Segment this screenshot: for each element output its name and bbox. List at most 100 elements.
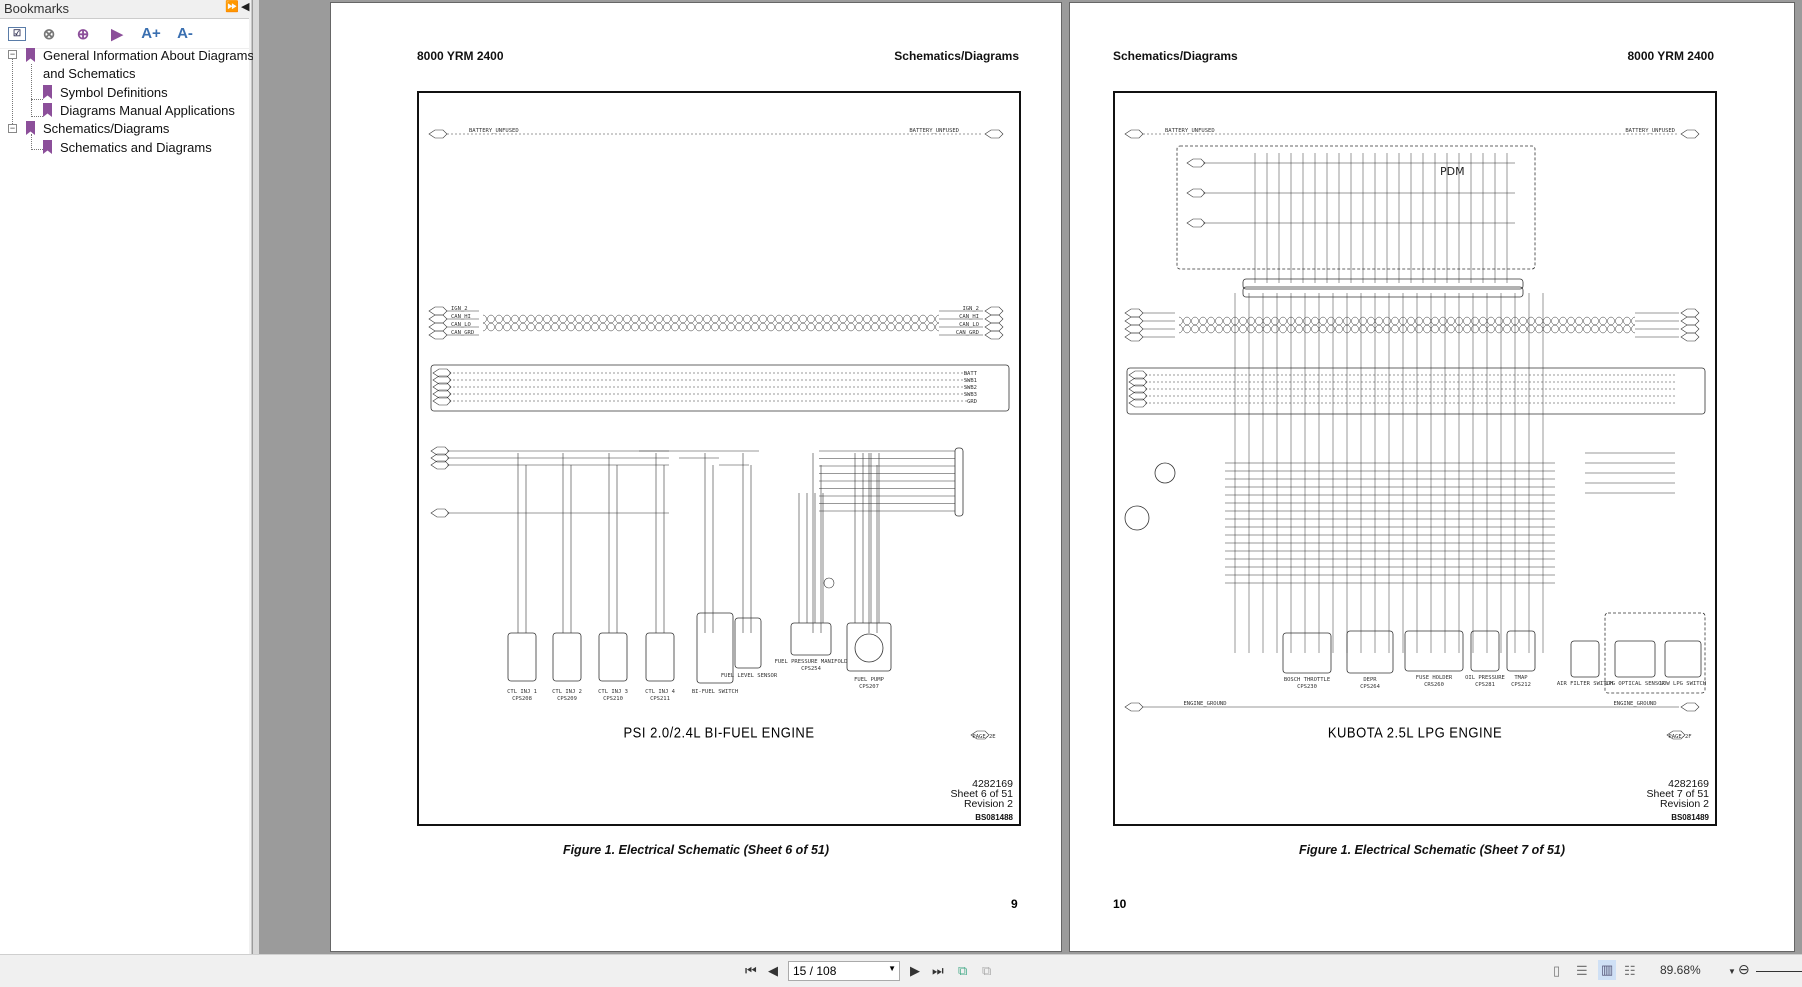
page-number: 10 — [1113, 897, 1127, 911]
previous-view-icon[interactable]: ⧉ — [958, 963, 968, 978]
last-page-icon[interactable]: ⏭ — [932, 963, 944, 978]
bus-label: CAN_GRD — [451, 330, 474, 336]
schematic-title: PSI 2.0/2.4L BI-FUEL ENGINE — [623, 724, 815, 741]
off-page-connector — [428, 330, 448, 340]
collapse-toggle[interactable]: − — [8, 49, 17, 59]
bookmark-schematics[interactable]: Schematics/Diagrams — [26, 120, 169, 136]
bus-label: IGN_2 — [451, 306, 468, 312]
goto-bookmark-icon[interactable]: ▶ — [111, 25, 123, 43]
component-box — [1506, 630, 1536, 672]
expand-panel-icon[interactable]: ⏩ — [225, 1, 239, 13]
off-page-connector — [1680, 316, 1700, 326]
page-input-value: 15 / 108 — [793, 964, 837, 978]
bookmark-icon — [43, 103, 52, 117]
previous-page-icon[interactable]: ◀ — [768, 963, 778, 978]
bookmark-symbol-definitions[interactable]: Symbol Definitions — [43, 84, 168, 100]
fuel-pump-symbol — [854, 633, 884, 663]
starter-symbol — [1154, 462, 1176, 484]
connector-label: CPS264 — [1360, 684, 1381, 690]
off-page-connector — [428, 129, 448, 139]
zoom-slider[interactable] — [1756, 971, 1802, 972]
component-box — [1570, 640, 1600, 678]
zoom-dropdown-icon[interactable]: ▼ — [1728, 967, 1736, 976]
sheet-number: Sheet 6 of 51 — [950, 788, 1013, 800]
component-box — [1282, 632, 1332, 674]
bookmark-general-information[interactable]: General Information About Diagrams — [26, 47, 254, 63]
bookmark-diagrams-manual[interactable]: Diagrams Manual Applications — [43, 102, 235, 118]
connector-label: CPS254 — [801, 666, 822, 672]
connector-label: CPS209 — [557, 696, 577, 702]
next-view-icon[interactable]: ⧉ — [982, 963, 992, 978]
off-page-connector — [1124, 316, 1144, 326]
component-label: FUEL PUMP — [854, 677, 884, 683]
panel-splitter[interactable] — [253, 0, 259, 954]
can-twisted-pair — [1178, 324, 1636, 334]
connector-label: CPS210 — [603, 696, 623, 702]
collapse-toggle[interactable]: − — [8, 123, 17, 133]
sheet-number: Sheet 7 of 51 — [1646, 788, 1709, 800]
connector-label: CPS212 — [1511, 682, 1531, 688]
connector-label: CPS208 — [512, 696, 532, 702]
schematic-title: KUBOTA 2.5L LPG ENGINE — [1327, 724, 1503, 741]
bookmark-label: Diagrams Manual Applications — [60, 102, 235, 118]
component-box — [598, 632, 628, 682]
bus-label: BATTERY_UNFUSED — [909, 128, 959, 134]
bus-label: ENGINE_GROUND — [1183, 701, 1226, 707]
zoom-level[interactable]: 89.68% — [1660, 963, 1701, 977]
continuous-page-icon[interactable]: ☰ — [1576, 963, 1588, 978]
component-label: OIL PRESSURE — [1465, 675, 1505, 681]
off-page-connector — [428, 322, 448, 332]
component-label: TMAP — [1514, 675, 1528, 681]
chevron-down-icon[interactable]: ▼ — [888, 964, 896, 973]
collapse-panel-icon[interactable]: ◀ — [241, 1, 250, 13]
off-page-connector — [1124, 308, 1144, 318]
continuous-two-page-icon[interactable]: ☷ — [1624, 963, 1636, 978]
delete-bookmark-icon[interactable]: ⊗ — [42, 25, 56, 43]
component-box — [734, 617, 762, 669]
bookmark-label: Schematics and Diagrams — [60, 139, 212, 155]
off-page-connector — [1124, 332, 1144, 342]
off-page-connector — [1680, 308, 1700, 318]
bus-label: BATT — [964, 371, 978, 377]
off-page-connector — [984, 314, 1004, 324]
bookmark-label: General Information About Diagrams — [43, 47, 254, 63]
bookmark-icon — [43, 140, 52, 154]
drawing-code: BS081488 — [975, 813, 1013, 822]
single-page-icon[interactable]: ▯ — [1553, 963, 1561, 978]
revision: Revision 2 — [1659, 798, 1709, 810]
bus-label: IGN_2 — [962, 306, 979, 312]
off-page-connector — [1186, 188, 1206, 198]
doc-number: 4282169 — [972, 778, 1013, 790]
font-larger-icon[interactable]: A+ — [141, 25, 161, 42]
bus-label: SWB2 — [964, 385, 977, 391]
first-page-icon[interactable]: ⏮ — [745, 963, 757, 978]
bus-label: SWB1 — [964, 378, 977, 384]
navigation-bar: ⏮ ◀ 15 / 108 ▼ ▶ ⏭ ⧉ ⧉ ▯ ☰ ▥ ☷ 89.68% ▼ ⊖ — [0, 954, 1802, 987]
font-smaller-icon[interactable]: A- — [177, 25, 193, 42]
connector-label: CRS260 — [1424, 682, 1444, 688]
bus-label: BATTERY_UNFUSED — [1625, 128, 1675, 134]
off-page-connector — [970, 730, 990, 740]
off-page-connector — [1680, 129, 1700, 139]
off-page-connector — [984, 129, 1004, 139]
bus-harness — [1126, 367, 1706, 415]
bookmark-label: Symbol Definitions — [60, 84, 168, 100]
expand-all-icon[interactable]: ☑ — [8, 26, 26, 41]
bookmark-general-information-cont[interactable]: and Schematics — [43, 65, 136, 81]
next-page-icon[interactable]: ▶ — [910, 963, 920, 978]
component-label: LPG OPTICAL SENSOR — [1605, 681, 1665, 687]
component-label: CTL INJ 3 — [598, 689, 628, 695]
bookmark-schematics-and-diagrams[interactable]: Schematics and Diagrams — [43, 139, 212, 155]
fuse-symbol — [823, 577, 835, 589]
page-number-input[interactable]: 15 / 108 ▼ — [788, 961, 900, 981]
component-box — [1404, 630, 1464, 672]
off-page-connector — [430, 508, 450, 518]
component-label: FUEL LEVEL SENSOR — [721, 673, 778, 679]
two-page-icon[interactable]: ▥ — [1598, 960, 1617, 980]
add-bookmark-icon[interactable]: ⊕ — [76, 25, 90, 43]
component-box — [790, 622, 832, 656]
zoom-out-icon[interactable]: ⊖ — [1738, 961, 1750, 977]
doc-number: 4282169 — [1668, 778, 1709, 790]
